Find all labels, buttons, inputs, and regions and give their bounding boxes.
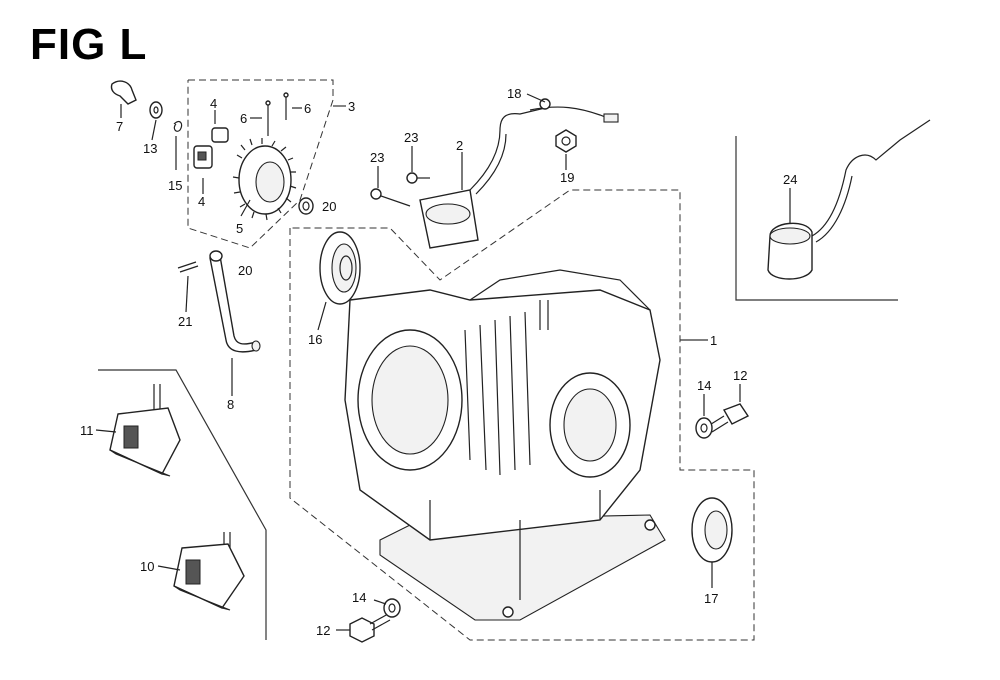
callout-4b: 4 <box>198 194 205 209</box>
callout-17: 17 <box>704 591 718 606</box>
callout-12a: 12 <box>733 368 747 383</box>
callout-14b: 14 <box>352 590 366 605</box>
callout-24: 24 <box>783 172 797 187</box>
bearing-part-16 <box>319 231 361 305</box>
governor-gear-part-5 <box>232 138 297 221</box>
callout-4a: 4 <box>210 96 217 111</box>
callout-23b: 23 <box>370 150 384 165</box>
callout-7: 7 <box>116 119 123 134</box>
bolt-part-7 <box>110 80 137 105</box>
group-24-outline <box>735 136 898 301</box>
group-1-outline <box>289 189 755 641</box>
callout-10: 10 <box>140 559 154 574</box>
callout-18: 18 <box>507 86 521 101</box>
wire-part-18 <box>529 98 619 123</box>
washer-part-20b <box>209 250 223 262</box>
callout-6a: 6 <box>240 111 247 126</box>
callout-6b: 6 <box>304 101 311 116</box>
crankcase-part-1 <box>344 269 666 621</box>
washer-part-20 <box>298 197 314 215</box>
callout-11: 11 <box>80 423 94 438</box>
callout-20a: 20 <box>322 199 336 214</box>
callout-16: 16 <box>308 332 322 347</box>
group-mounts-outline <box>98 369 267 640</box>
figure-title: FIG L <box>30 20 148 69</box>
bolt-part-12-right <box>707 403 750 433</box>
governor-shaft-part-8 <box>209 255 261 353</box>
mount-part-11 <box>109 384 181 477</box>
screw-part-23 <box>370 172 430 207</box>
callout-5: 5 <box>236 221 243 236</box>
callout-2: 2 <box>456 138 463 153</box>
washer-part-14-bottom <box>383 598 401 618</box>
group-3-outline <box>187 79 346 249</box>
callout-labels: 1 2 3 4 4 5 6 6 7 8 10 11 12 12 13 14 14… <box>80 86 797 638</box>
oil-seal-part-17 <box>691 497 733 563</box>
callout-1: 1 <box>710 333 717 348</box>
clip-part-15 <box>173 120 183 132</box>
callout-23a: 23 <box>404 130 418 145</box>
mount-part-10 <box>173 532 245 611</box>
bolt-part-12-bottom <box>349 613 391 643</box>
callout-21: 21 <box>178 314 192 329</box>
clip-part-21 <box>177 261 199 273</box>
pin-part-6 <box>265 92 289 136</box>
callout-20b: 20 <box>238 263 252 278</box>
nut-part-19 <box>555 129 577 153</box>
callout-15: 15 <box>168 178 182 193</box>
oil-level-switch-part-2 <box>419 107 546 249</box>
oil-level-switch-part-24 <box>767 119 931 280</box>
washer-part-14-right <box>695 417 713 439</box>
callout-12b: 12 <box>316 623 330 638</box>
callout-8: 8 <box>227 397 234 412</box>
callout-19: 19 <box>560 170 574 185</box>
washer-part-13 <box>149 101 163 119</box>
weight-part-4 <box>193 127 229 169</box>
callout-3: 3 <box>348 99 355 114</box>
callout-14a: 14 <box>697 378 711 393</box>
callout-13: 13 <box>143 141 157 156</box>
